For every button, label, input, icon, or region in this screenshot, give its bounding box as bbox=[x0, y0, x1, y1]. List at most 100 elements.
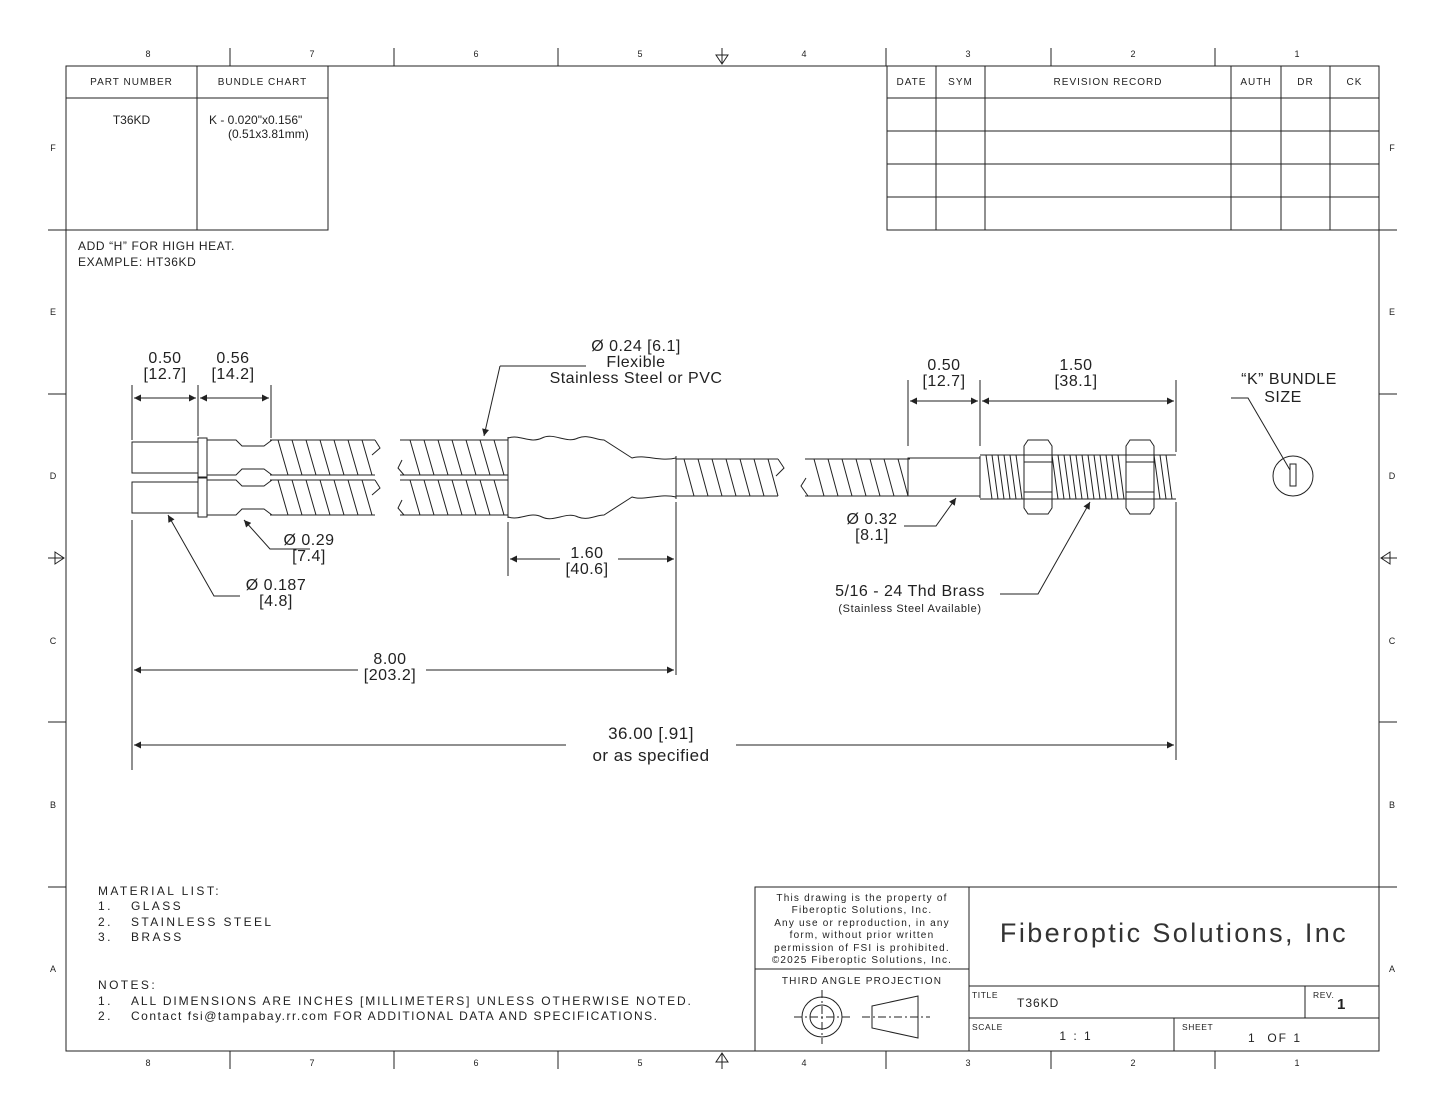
rev-dr-header: DR bbox=[1297, 77, 1314, 88]
material-list-title: MATERIAL LIST: bbox=[98, 884, 221, 898]
zone-row-a-left: A bbox=[49, 964, 56, 974]
dim-end-tip-diameter-mm: [8.1] bbox=[855, 527, 889, 544]
part-number-value: T36KD bbox=[112, 113, 151, 127]
dim-ferrule-length: 0.56 bbox=[216, 350, 250, 367]
dim-leg-length: 8.00 bbox=[373, 651, 407, 668]
high-heat-note-line2: EXAMPLE: HT36KD bbox=[78, 255, 197, 269]
zone-col-1-top: 1 bbox=[1294, 49, 1300, 59]
part-number-header: PART NUMBER bbox=[90, 77, 173, 88]
common-armor bbox=[676, 458, 910, 497]
scale-label: SCALE bbox=[972, 1022, 1003, 1032]
zone-col-6-bottom: 6 bbox=[473, 1058, 479, 1068]
zone-row-f-left: F bbox=[50, 143, 56, 153]
dim-ferrule-length-mm: [14.2] bbox=[211, 366, 255, 383]
dim-tip-length-mm: [12.7] bbox=[143, 366, 187, 383]
zone-col-2-bottom: 2 bbox=[1130, 1058, 1136, 1068]
zone-row-e-right: E bbox=[1388, 307, 1395, 317]
title-label: TITLE bbox=[972, 990, 999, 1000]
bundle-chart-header: BUNDLE CHART bbox=[217, 77, 308, 88]
sheet-value: 1 OF 1 bbox=[1248, 1031, 1303, 1045]
company-name: Fiberoptic Solutions, Inc bbox=[999, 918, 1349, 948]
breakout-transition bbox=[507, 435, 677, 520]
note-number: 2. bbox=[98, 1009, 113, 1023]
notes-title: NOTES: bbox=[98, 978, 158, 992]
material-item-number: 1. bbox=[98, 899, 113, 913]
material-item-number: 3. bbox=[98, 930, 113, 944]
sheath-callout-line2: Flexible bbox=[606, 354, 666, 371]
zone-row-d-left: D bbox=[49, 471, 57, 481]
material-item-text: BRASS bbox=[131, 930, 184, 944]
zone-ticks bbox=[48, 48, 1397, 1069]
dim-end-tip-diameter: Ø 0.32 bbox=[846, 511, 898, 528]
threaded-end-fitting bbox=[907, 439, 1176, 515]
zone-col-1-bottom: 1 bbox=[1294, 1058, 1300, 1068]
zone-col-5-top: 5 bbox=[637, 49, 643, 59]
scale-value: 1 : 1 bbox=[1059, 1029, 1093, 1043]
rev-record-header: REVISION RECORD bbox=[1053, 77, 1163, 88]
bundle-size-symbol bbox=[1231, 397, 1314, 497]
rev-auth-header: AUTH bbox=[1240, 77, 1272, 88]
zone-row-c-right: C bbox=[1388, 636, 1396, 646]
high-heat-note-line1: ADD “H” FOR HIGH HEAT. bbox=[78, 239, 235, 253]
note-number: 1. bbox=[98, 994, 113, 1008]
title-value: T36KD bbox=[1017, 996, 1060, 1010]
property-notice-line: This drawing is the property of bbox=[776, 893, 948, 904]
zone-row-b-right: B bbox=[1388, 800, 1395, 810]
zone-col-5-bottom: 5 bbox=[637, 1058, 643, 1068]
note-text: ALL DIMENSIONS ARE INCHES [MILLIMETERS] … bbox=[131, 994, 693, 1008]
zone-col-2-top: 2 bbox=[1130, 49, 1136, 59]
material-item-number: 2. bbox=[98, 915, 113, 929]
dim-thread-length-mm: [38.1] bbox=[1054, 373, 1098, 390]
sheath-callout-line3: Stainless Steel or PVC bbox=[549, 370, 723, 387]
dim-overall-length-note: or as specified bbox=[592, 746, 710, 765]
zone-col-4-bottom: 4 bbox=[801, 1058, 807, 1068]
rev-date-header: DATE bbox=[896, 77, 927, 88]
zone-col-7-top: 7 bbox=[309, 49, 315, 59]
dim-overall-length: 36.00 [.91] bbox=[608, 724, 694, 743]
dim-tip-diameter: Ø 0.187 bbox=[245, 577, 307, 594]
zone-col-3-top: 3 bbox=[965, 49, 971, 59]
dim-breakout-length: 1.60 bbox=[570, 545, 604, 562]
dim-end-tip-length: 0.50 bbox=[927, 357, 961, 374]
rev-ck-header: CK bbox=[1346, 77, 1363, 88]
zone-row-d-right: D bbox=[1388, 471, 1396, 481]
dimension-lines bbox=[131, 380, 1177, 770]
zone-col-6-top: 6 bbox=[473, 49, 479, 59]
drawing-border bbox=[65, 65, 1380, 1052]
part-table-grid bbox=[65, 65, 329, 231]
dim-tip-diameter-mm: [4.8] bbox=[259, 593, 293, 610]
bundle-size-label-line2: SIZE bbox=[1264, 389, 1302, 406]
property-notice-line: Fiberoptic Solutions, Inc. bbox=[791, 905, 933, 916]
zone-row-c-left: C bbox=[49, 636, 57, 646]
bundle-chart-value-line1: K - 0.020"x0.156" bbox=[209, 113, 303, 127]
rev-value: 1 bbox=[1337, 996, 1346, 1013]
material-item-text: STAINLESS STEEL bbox=[131, 915, 274, 929]
rev-label: REV. bbox=[1313, 990, 1335, 1000]
zone-row-e-left: E bbox=[49, 307, 56, 317]
zone-col-8-top: 8 bbox=[145, 49, 151, 59]
bundle-chart-value-line2: (0.51x3.81mm) bbox=[228, 127, 309, 141]
centering-marks bbox=[48, 48, 1397, 1069]
dim-leg-length-mm: [203.2] bbox=[363, 667, 417, 684]
zone-row-a-right: A bbox=[1388, 964, 1395, 974]
zone-row-f-right: F bbox=[1389, 143, 1395, 153]
property-notice-line: ©2025 Fiberoptic Solutions, Inc. bbox=[771, 955, 953, 966]
split-legs-armor bbox=[270, 439, 508, 516]
sheet-label: SHEET bbox=[1182, 1022, 1214, 1032]
dim-ferrule-diameter-mm: [7.4] bbox=[292, 548, 326, 565]
dim-end-tip-length-mm: [12.7] bbox=[922, 373, 966, 390]
dim-ferrule-diameter: Ø 0.29 bbox=[283, 532, 335, 549]
probe-tips bbox=[131, 437, 273, 518]
property-notice-line: permission of FSI is prohibited. bbox=[774, 943, 950, 954]
property-notice-line: form, without prior written bbox=[789, 930, 935, 941]
zone-row-b-left: B bbox=[49, 800, 56, 810]
dim-tip-length: 0.50 bbox=[148, 350, 182, 367]
zone-col-4-top: 4 bbox=[801, 49, 807, 59]
zone-col-3-bottom: 3 bbox=[965, 1058, 971, 1068]
projection-label: THIRD ANGLE PROJECTION bbox=[781, 976, 943, 987]
dim-thread-length: 1.50 bbox=[1059, 357, 1093, 374]
material-item-text: GLASS bbox=[131, 899, 184, 913]
thread-callout-line1: 5/16 - 24 Thd Brass bbox=[835, 583, 985, 600]
